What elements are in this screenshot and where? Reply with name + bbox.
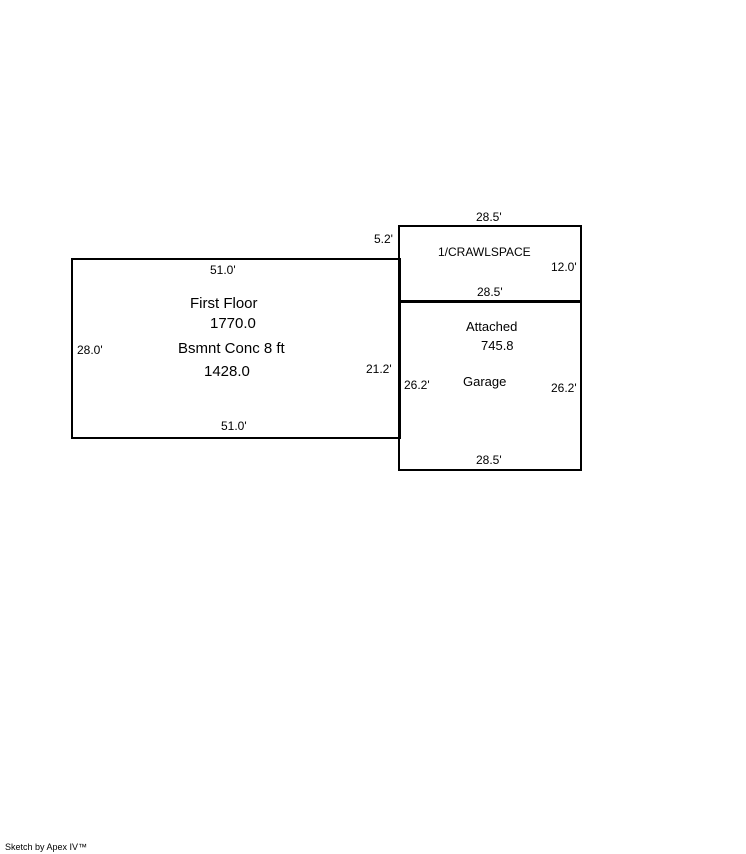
- garage-right-dim: 26.2': [551, 381, 577, 395]
- first-floor-bottom-dim: 51.0': [221, 419, 247, 433]
- first-floor-right-dim: 21.2': [366, 362, 392, 376]
- crawlspace-label: 1/CRAWLSPACE: [438, 245, 531, 259]
- basement-area: 1428.0: [204, 363, 250, 380]
- first-floor-outline: [71, 258, 401, 439]
- offset-dim: 5.2': [374, 232, 393, 246]
- basement-label: Bsmnt Conc 8 ft: [178, 340, 285, 357]
- crawlspace-bottom-dim: 28.5': [477, 285, 503, 299]
- first-floor-top-dim: 51.0': [210, 263, 236, 277]
- garage-left-dim: 26.2': [404, 378, 430, 392]
- garage-outline: [398, 300, 582, 471]
- garage-area: 745.8: [481, 338, 514, 353]
- crawlspace-right-dim: 12.0': [551, 260, 577, 274]
- crawlspace-outline: [398, 225, 582, 303]
- garage-bottom-dim: 28.5': [476, 453, 502, 467]
- footer-credit: Sketch by Apex IV™: [5, 842, 88, 852]
- garage-label-line1: Attached: [466, 319, 518, 334]
- first-floor-left-dim: 28.0': [77, 343, 103, 357]
- first-floor-area: 1770.0: [210, 315, 256, 332]
- crawlspace-top-dim: 28.5': [476, 210, 502, 224]
- first-floor-label: First Floor: [190, 295, 258, 312]
- garage-label-line2: Garage: [463, 374, 507, 389]
